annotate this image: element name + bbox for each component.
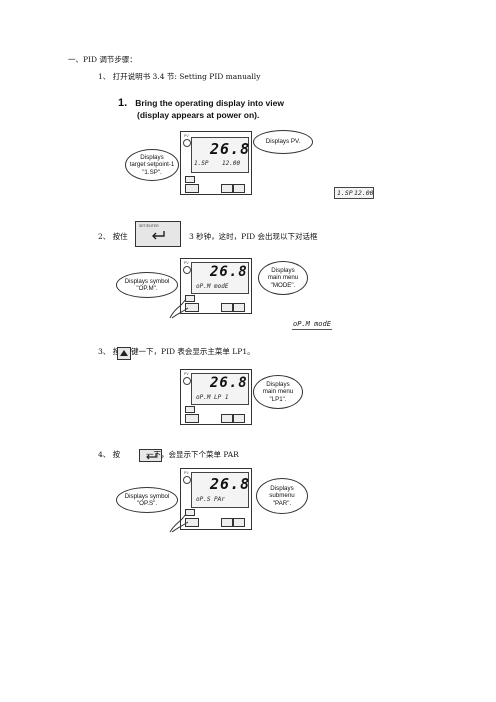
step1-label: 1、 打开说明书 3.4 节: Setting PID manually <box>98 72 261 81</box>
bubble-submenu-par: Displays submenu "PAR". <box>256 478 308 514</box>
manual-step-number: 1. <box>118 97 128 109</box>
step2-suffix: 3 秒钟，这时，PID 会出现以下对话框 <box>189 232 318 241</box>
bubble-line: Displays <box>270 485 294 493</box>
bubble-line: Displays <box>266 381 290 389</box>
inset-underline <box>292 329 332 330</box>
inset-sp-label: 1.SP <box>337 189 353 197</box>
bubble-line: Displays symbol <box>124 277 170 285</box>
down-button[interactable] <box>221 518 233 527</box>
status-knob <box>183 139 191 147</box>
disp-button[interactable] <box>185 295 195 302</box>
pv-readout: 26.8 <box>210 140 251 158</box>
up-button[interactable] <box>233 303 245 312</box>
inset-sp-value: 12.00 <box>354 189 374 197</box>
menu-readout: oP.S PAr <box>196 496 225 503</box>
bubble-line: "PAR". <box>272 499 292 507</box>
pv-readout: 26.8 <box>210 475 251 493</box>
up-button[interactable] <box>233 518 245 527</box>
bubble-line: main menu <box>262 388 294 396</box>
step2-prefix: 2、 按住 <box>98 232 128 241</box>
controller-panel-3: PV 26.8 oP.M LP 1 <box>180 369 252 425</box>
bubble-line: main menu <box>267 274 299 282</box>
disp-button[interactable] <box>185 406 195 413</box>
pv-tag: PV <box>184 134 189 138</box>
up-triangle-icon <box>120 350 128 356</box>
bubble-line: "OP.S". <box>136 500 158 507</box>
up-button[interactable] <box>233 414 245 423</box>
bubble-displays-pv: Displays PV. <box>253 130 313 154</box>
step3-suffix: 键一下，PID 表会显示主菜单 LP1。 <box>131 347 255 356</box>
lcd-screen: 26.8 oP.M modE <box>191 262 249 294</box>
inset-display-1: 1.SP 12.00 <box>334 187 374 199</box>
lcd-screen: 26.8 1.SP 12.00 <box>191 137 249 173</box>
enter-button[interactable] <box>185 518 199 527</box>
bubble-symbol-ops: Displays symbol "OP.S". <box>116 487 178 513</box>
step4-suffix: 一下，会显示下个菜单 PAR <box>146 450 239 459</box>
bubble-line: Displays symbol <box>124 492 170 500</box>
enter-key-image <box>139 449 163 462</box>
pv-readout: 26.8 <box>210 264 248 280</box>
disp-button[interactable] <box>185 176 195 183</box>
bubble-line: Displays <box>140 154 164 162</box>
sp-label: 1.SP <box>194 160 209 167</box>
down-button[interactable] <box>221 303 233 312</box>
bubble-main-menu-mode: Displays main menu "MODE". <box>258 261 308 295</box>
enter-arrow-icon <box>146 453 157 460</box>
bubble-line: "MODE". <box>270 281 296 289</box>
down-button[interactable] <box>221 414 233 423</box>
bubble-line: "1.SP". <box>142 168 162 176</box>
disp-button[interactable] <box>185 509 195 516</box>
manual-instruction: 1.Bring the operating display into view … <box>118 97 284 120</box>
pv-tag: PV <box>184 471 189 475</box>
step3-prefix: 3、 按 <box>98 347 121 356</box>
enter-arrow-icon <box>152 231 165 240</box>
manual-line-1: Bring the operating display into view <box>135 98 284 108</box>
inset-display-2: oP.M modE <box>293 320 331 328</box>
lcd-screen: 26.8 oP.S PAr <box>191 472 249 508</box>
controller-panel-4: PV 26.8 oP.S PAr <box>180 468 252 530</box>
pv-readout: 26.8 <box>210 375 248 391</box>
enter-button[interactable] <box>185 303 199 312</box>
pressing-hand-icon <box>169 513 189 533</box>
controller-panel-1: PV 26.8 1.SP 12.00 <box>180 131 252 195</box>
enter-button[interactable] <box>185 414 199 423</box>
manual-line-2: (display appears at power on). <box>137 110 260 121</box>
pv-tag: PV <box>184 372 189 376</box>
step4-prefix: 4、 按 <box>98 450 121 459</box>
section-heading: 一、PID 调节步骤： <box>68 55 137 64</box>
bubble-line: Displays <box>271 267 295 275</box>
controller-panel-2: PV 26.8 oP.M modE <box>180 258 252 314</box>
pressing-hand-icon <box>169 298 189 319</box>
set-enter-key-image: SET/ENTER <box>135 221 181 247</box>
bubble-main-menu-lp1: Displays main menu "LP1". <box>253 375 303 409</box>
pv-tag: PV <box>184 261 189 265</box>
up-key-image <box>117 347 131 360</box>
status-knob <box>183 266 191 274</box>
bubble-target-setpoint: Displays target setpoint-1 "1.SP". <box>125 149 179 181</box>
enter-button[interactable] <box>185 184 199 193</box>
bubble-symbol-opm: Displays symbol "OP.M". <box>116 272 178 298</box>
bubble-line: "LP1". <box>269 395 287 403</box>
down-button[interactable] <box>221 184 233 193</box>
menu-readout: oP.M LP 1 <box>196 394 229 401</box>
bubble-line: target setpoint-1 <box>129 161 175 169</box>
bubble-line: "OP.M". <box>136 285 158 292</box>
status-knob <box>183 476 191 484</box>
bubble-line: submenu <box>269 492 295 500</box>
sp-value: 12.00 <box>222 160 241 167</box>
lcd-screen: 26.8 oP.M LP 1 <box>191 373 249 405</box>
set-enter-key-label: SET/ENTER <box>139 224 159 228</box>
status-knob <box>183 377 191 385</box>
menu-readout: oP.M modE <box>196 283 229 290</box>
up-button[interactable] <box>233 184 245 193</box>
